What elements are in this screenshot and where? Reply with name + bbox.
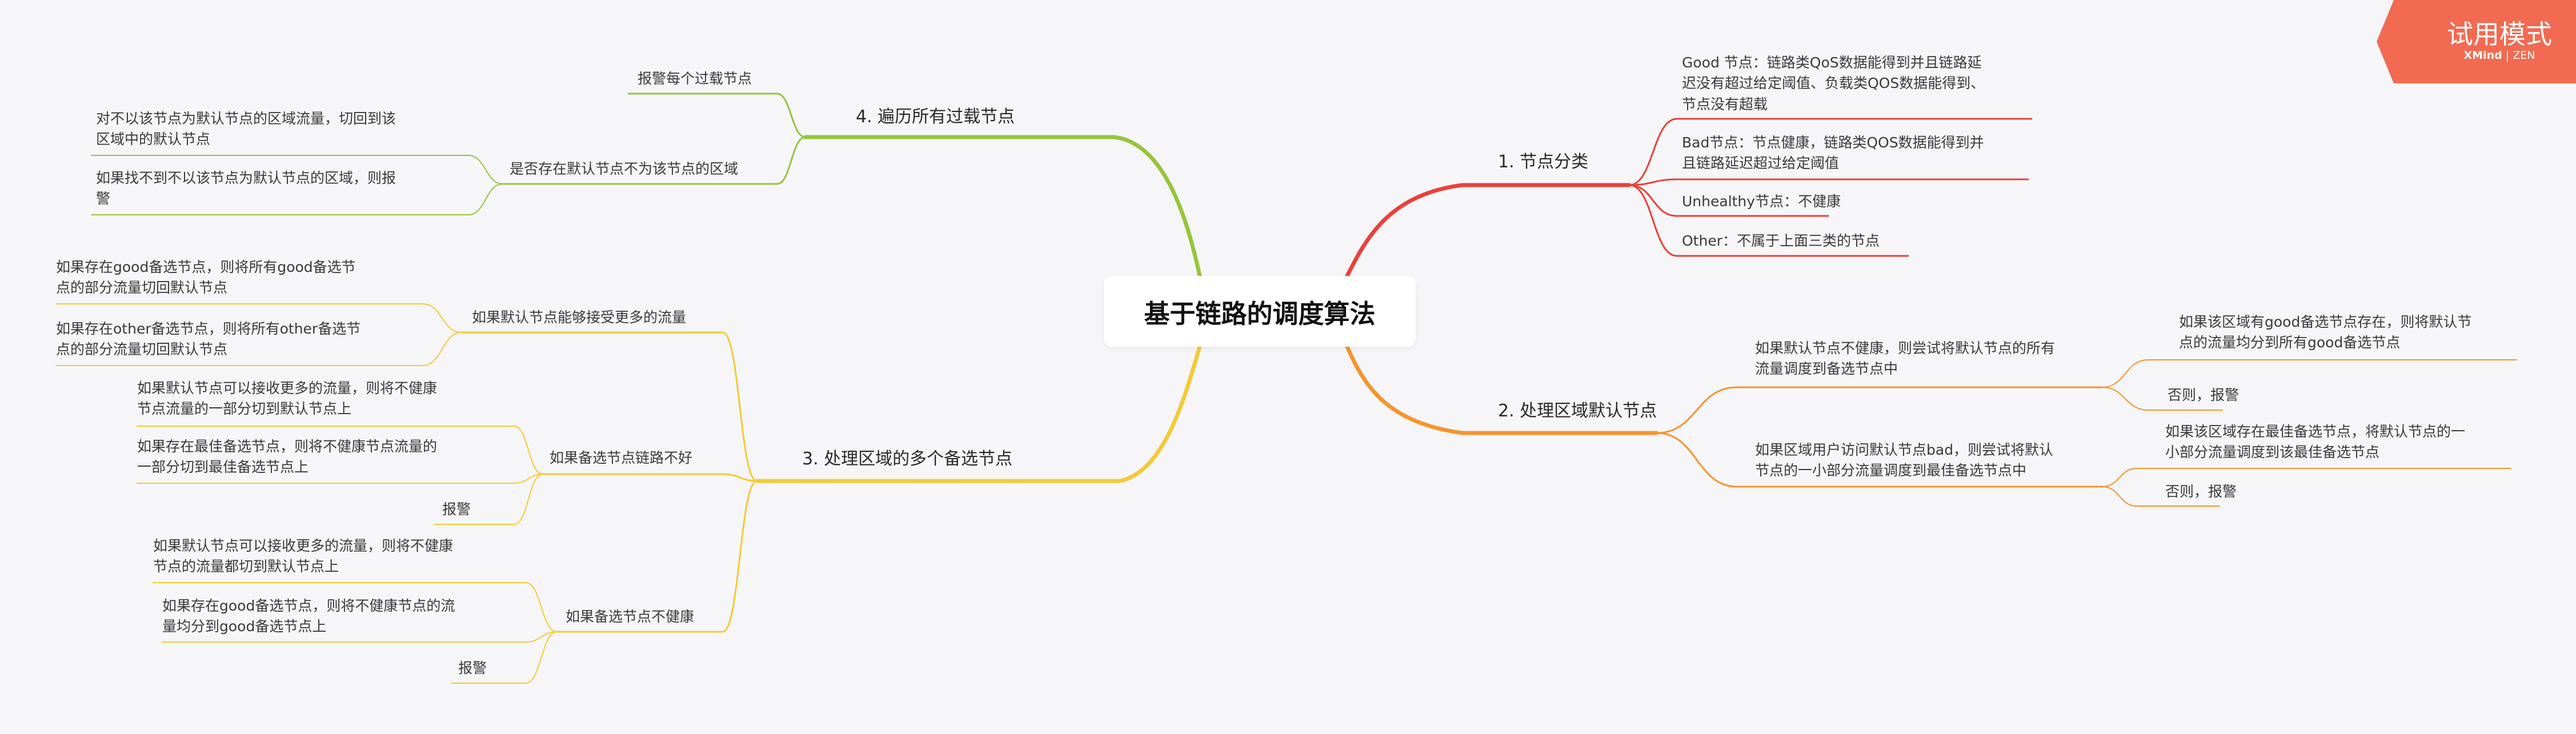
- root-topic-label: 基于链路的调度算法: [1144, 298, 1376, 329]
- subtopic-connector: [556, 480, 758, 633]
- leaf-connector: [55, 303, 462, 333]
- subtopic-default-bad[interactable]: 如果区域用户访问默认节点bad，则尝试将默认 节点的一小部分流量调度到最佳备选节…: [1755, 442, 2054, 479]
- leaf-connector: [2102, 486, 2220, 507]
- leaf-else-alarm[interactable]: 否则，报警: [2168, 387, 2240, 403]
- topic-default-node-handling[interactable]: 2. 处理区域默认节点: [1498, 399, 1657, 424]
- topic-traverse-overloaded[interactable]: 4. 遍历所有过载节点: [856, 105, 1015, 130]
- subtopic-default-accepts-more[interactable]: 如果默认节点能够接受更多的流量: [472, 309, 687, 326]
- topic-label: 3. 处理区域的多个备选节点: [802, 449, 1013, 469]
- topic-label: 4. 遍历所有过载节点: [856, 107, 1015, 127]
- subtopic-connector: [1628, 178, 2029, 186]
- subtopic-standby-unhealthy[interactable]: 如果备选节点不健康: [566, 608, 695, 625]
- leaf-connector: [137, 474, 543, 484]
- subtopic-connector: [502, 136, 807, 185]
- subtopic-region-non-default[interactable]: 是否存在默认节点不为该节点的区域: [510, 161, 739, 177]
- leaf-default-accept-part[interactable]: 如果默认节点可以接收更多的流量，则将不健康 节点流量的一部分切到默认节点上: [137, 380, 438, 418]
- topic-multiple-standby-nodes[interactable]: 3. 处理区域的多个备选节点: [802, 447, 1012, 472]
- leaf-connector: [434, 474, 543, 525]
- leaf-good-standby-split[interactable]: 如果存在good备选节点，则将不健康节点的流 量均分到good备选节点上: [162, 597, 455, 635]
- leaf-connector: [55, 332, 462, 366]
- subtopic-connector: [1628, 184, 1829, 217]
- edition-label: ZEN: [2513, 49, 2535, 62]
- leaf-connector: [137, 426, 543, 475]
- leaf-connector: [2102, 359, 2517, 388]
- subtopic-connector: [1656, 432, 2104, 488]
- trial-mode-badge: [2377, 0, 2576, 83]
- leaf-good-standby-split[interactable]: 如果该区域有good备选节点存在，则将默认节 点的流量均分到所有good备选节点: [2179, 314, 2472, 351]
- topic-label: 1. 节点分类: [1498, 152, 1589, 172]
- branch-connector: [1345, 344, 1659, 435]
- subtopic-connector: [1628, 118, 2033, 186]
- leaf-connector: [162, 631, 558, 643]
- leaf-else-alarm[interactable]: 否则，报警: [2165, 483, 2237, 500]
- subtopic-unhealthy-node[interactable]: Unhealthy节点：不健康: [1682, 193, 1841, 210]
- leaf-connector: [2102, 387, 2223, 411]
- leaf-connector: [153, 582, 558, 632]
- branch-connector: [755, 344, 1202, 483]
- subtopic-default-unhealthy[interactable]: 如果默认节点不健康，则尝试将默认节点的所有 流量调度到备选节点中: [1755, 340, 2056, 378]
- brand-label: XMind: [2463, 49, 2502, 62]
- subtopic-connector: [1656, 386, 2104, 434]
- leaf-connector: [451, 631, 558, 684]
- subtopic-connector: [460, 331, 758, 482]
- leaf-best-standby-part[interactable]: 如果存在最佳备选节点，则将不健康节点流量的 一部分切到最佳备选节点上: [137, 438, 438, 476]
- subtopic-connector: [542, 473, 758, 482]
- leaf-other-standby-back[interactable]: 如果存在other备选节点，则将所有other备选节 点的部分流量切回默认节点: [56, 320, 361, 358]
- topic-label: 2. 处理区域默认节点: [1498, 401, 1657, 421]
- leaf-best-standby[interactable]: 如果该区域存在最佳备选节点，将默认节点的一 小部分流量调度到该最佳备选节点: [2165, 423, 2466, 461]
- subtopic-bad-node[interactable]: Bad节点：节点健康，链路类QOS数据能得到并 且链路延迟超过给定阈值: [1682, 134, 1984, 172]
- leaf-default-accept-all[interactable]: 如果默认节点可以接收更多的流量，则将不健康 节点的流量都切到默认节点上: [153, 538, 454, 575]
- subtopic-alarm-each-overloaded[interactable]: 报警每个过载节点: [638, 70, 752, 87]
- branch-connector: [803, 135, 1202, 278]
- trial-mode-label: 试用模式: [2447, 19, 2552, 50]
- leaf-connector: [2102, 468, 2511, 487]
- subtopic-standby-link-bad[interactable]: 如果备选节点链路不好: [550, 450, 693, 466]
- root-topic[interactable]: 基于链路的调度算法: [1104, 276, 1416, 347]
- subtopic-good-node[interactable]: Good 节点：链路类QoS数据能得到并且链路延 迟没有超过给定阈值、负载类QO…: [1682, 54, 1985, 113]
- xmind-zen-label: XMind | ZEN: [2463, 49, 2535, 62]
- leaf-alarm-not-found[interactable]: 如果找不到不以该节点为默认节点的区域，则报 警: [96, 170, 396, 207]
- subtopic-connector: [1628, 184, 1909, 257]
- branch-connector: [1345, 183, 1632, 278]
- leaf-alarm[interactable]: 报警: [458, 660, 487, 676]
- subtopic-connector: [627, 93, 807, 138]
- leaf-connector: [91, 183, 503, 215]
- subtopic-other-node[interactable]: Other：不属于上面三类的节点: [1682, 232, 1880, 249]
- leaf-connector: [91, 155, 503, 184]
- leaf-switch-back-default[interactable]: 对不以该节点为默认节点的区域流量，切回到该 区域中的默认节点: [96, 110, 396, 148]
- leaf-alarm[interactable]: 报警: [442, 501, 471, 518]
- leaf-good-standby-back[interactable]: 如果存在good备选节点，则将所有good备选节 点的部分流量切回默认节点: [56, 259, 356, 296]
- topic-node-classification[interactable]: 1. 节点分类: [1498, 150, 1588, 175]
